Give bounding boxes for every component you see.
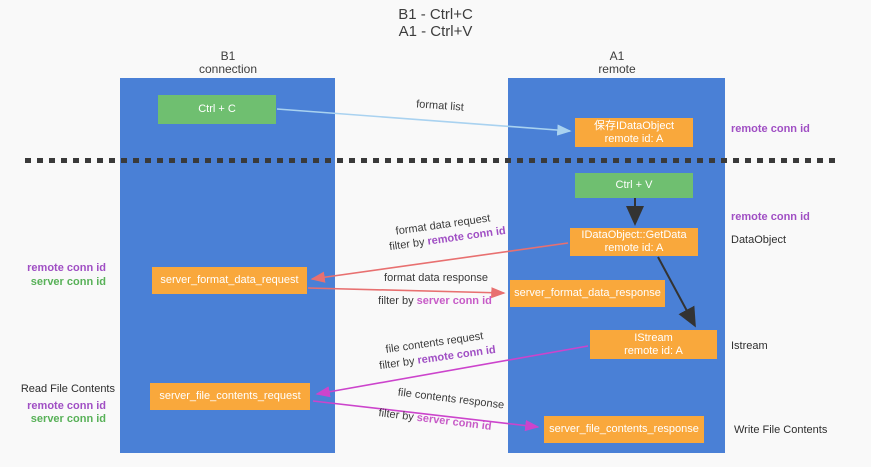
filter-server-conn-id-2: server conn id <box>416 411 493 433</box>
node-server-file-contents-response: server_file_contents_response <box>544 416 704 443</box>
node-save-dataobject-line1: 保存IDataObject <box>593 119 675 132</box>
label-filter-server-1: filter by server conn id <box>378 295 492 307</box>
node-server-format-data-response: server_format_data_response <box>510 280 665 307</box>
node-istream-line1: IStream <box>634 331 673 344</box>
column-b1-name: B1 <box>220 49 236 63</box>
column-header-b1: B1 connection <box>152 50 304 76</box>
label-server-conn-id-left-2: server conn id <box>30 413 106 425</box>
node-getdata-line2: remote id: A <box>604 242 664 254</box>
node-ctrl-v-label: Ctrl + V <box>615 179 653 191</box>
node-server-file-contents-request: server_file_contents_request <box>150 383 310 410</box>
label-istream-side: Istream <box>731 340 768 352</box>
node-istream-line2: remote id: A <box>624 344 683 357</box>
node-server-file-contents-request-label: server_file_contents_request <box>159 390 301 402</box>
node-server-format-data-response-label: server_format_data_response <box>514 287 661 299</box>
label-format-data-response: format data response <box>384 272 488 284</box>
column-header-a1: A1 remote <box>541 50 693 76</box>
label-format-list: format list <box>415 98 465 114</box>
label-read-file-contents: Read File Contents <box>20 383 115 395</box>
title-line-2: A1 - Ctrl+V <box>398 23 473 40</box>
node-ctrl-v: Ctrl + V <box>575 173 693 198</box>
column-a1-role: remote <box>598 62 636 76</box>
diagram-title: B1 - Ctrl+C A1 - Ctrl+V <box>0 6 871 40</box>
label-filter-server-2: filter by server conn id <box>377 407 493 433</box>
node-ctrl-c-label: Ctrl + C <box>198 103 236 115</box>
node-istream: IStream remote id: A <box>590 330 717 359</box>
label-remote-conn-id-top: remote conn id <box>731 123 810 135</box>
node-save-dataobject-line2: remote id: A <box>604 132 664 145</box>
label-server-conn-id-left-1: server conn id <box>30 276 106 288</box>
node-server-format-data-request-label: server_format_data_request <box>160 274 299 286</box>
node-getdata: IDataObject::GetData remote id: A <box>570 228 698 256</box>
label-file-contents-response: file contents response <box>397 386 505 412</box>
node-server-file-contents-response-label: server_file_contents_response <box>549 423 699 435</box>
label-remote-conn-id-left-2: remote conn id <box>27 400 106 412</box>
node-ctrl-c: Ctrl + C <box>158 95 276 124</box>
arrow-format-data-response <box>307 287 506 299</box>
label-remote-conn-id-mid: remote conn id <box>731 211 810 223</box>
title-line-1: B1 - Ctrl+C <box>398 6 473 23</box>
label-dataobject: DataObject <box>731 234 787 246</box>
node-save-dataobject: 保存IDataObject remote id: A <box>575 118 693 147</box>
dashed-divider <box>25 158 838 163</box>
filter-server-conn-id-1: server conn id <box>416 295 492 307</box>
label-write-file-contents: Write File Contents <box>734 424 828 436</box>
column-b1-role: connection <box>198 62 258 76</box>
label-remote-conn-id-left-1: remote conn id <box>27 262 106 274</box>
node-server-format-data-request: server_format_data_request <box>152 267 307 294</box>
column-a1-name: A1 <box>609 49 625 63</box>
node-getdata-line1: IDataObject::GetData <box>581 229 687 241</box>
